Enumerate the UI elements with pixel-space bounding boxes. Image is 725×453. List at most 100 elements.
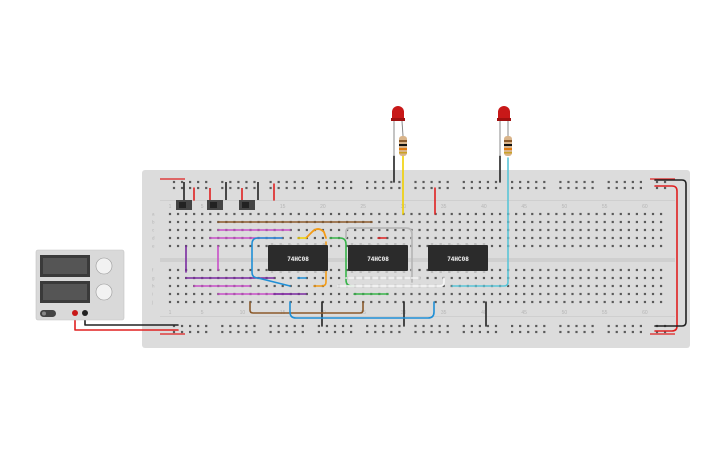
breadboard-hole bbox=[305, 300, 308, 304]
breadboard-hole bbox=[426, 292, 429, 296]
breadboard-hole bbox=[354, 300, 357, 304]
wire-orange-loop[interactable] bbox=[305, 228, 327, 239]
breadboard-hole bbox=[607, 324, 610, 328]
breadboard-hole bbox=[663, 180, 667, 184]
breadboard-hole bbox=[305, 276, 308, 280]
chip-pin bbox=[448, 243, 451, 245]
column-number: 25 bbox=[360, 204, 366, 210]
breadboard-hole bbox=[559, 324, 562, 328]
breadboard-hole bbox=[281, 284, 284, 288]
chip-pin bbox=[465, 243, 468, 245]
wire-blue-left[interactable] bbox=[251, 237, 291, 287]
breadboard-hole bbox=[402, 228, 405, 232]
breadboard-hole bbox=[337, 292, 341, 296]
psu-knob-current[interactable] bbox=[95, 283, 113, 301]
breadboard-hole bbox=[426, 220, 429, 224]
breadboard-hole bbox=[237, 330, 240, 334]
breadboard-hole bbox=[555, 292, 558, 296]
wire-white[interactable] bbox=[337, 277, 445, 287]
breadboard-hole bbox=[587, 228, 590, 232]
wire-brown-bottom[interactable] bbox=[249, 301, 364, 314]
resistor-1[interactable] bbox=[399, 136, 407, 156]
psu-terminal-negative[interactable] bbox=[82, 310, 88, 316]
breadboard-hole bbox=[515, 220, 518, 224]
chip-pin bbox=[350, 271, 354, 273]
wire-blue-bottom[interactable] bbox=[289, 301, 435, 319]
breadboard-hole bbox=[595, 276, 598, 280]
breadboard-hole bbox=[273, 212, 276, 216]
wire-orange-down[interactable] bbox=[313, 241, 327, 287]
breadboard-hole bbox=[337, 300, 341, 304]
resistor-2[interactable] bbox=[504, 136, 512, 156]
breadboard-hole bbox=[172, 180, 176, 184]
breadboard-hole bbox=[281, 300, 284, 304]
breadboard-hole bbox=[176, 300, 180, 304]
ic-chip-2[interactable]: 74HC08 bbox=[348, 243, 408, 273]
led-2[interactable] bbox=[497, 106, 511, 156]
slide-switch-2[interactable] bbox=[207, 182, 227, 210]
psu-terminal-positive[interactable] bbox=[72, 310, 78, 316]
led-1[interactable] bbox=[391, 106, 405, 156]
breadboard-hole bbox=[659, 220, 663, 224]
breadboard-hole bbox=[531, 276, 534, 280]
breadboard-hole bbox=[498, 236, 502, 240]
column-number: 35 bbox=[441, 204, 447, 210]
breadboard-hole bbox=[257, 244, 260, 248]
slide-switch-1[interactable] bbox=[176, 182, 192, 210]
slide-switch-3[interactable] bbox=[239, 182, 259, 210]
breadboard-hole bbox=[639, 330, 642, 334]
breadboard-hole bbox=[325, 186, 329, 190]
breadboard-hole bbox=[470, 186, 473, 190]
breadboard-hole bbox=[635, 268, 638, 272]
breadboard-hole bbox=[643, 292, 647, 296]
wire-right-black-rail[interactable] bbox=[654, 179, 687, 327]
breadboard-hole bbox=[233, 212, 236, 216]
breadboard-hole bbox=[233, 268, 236, 272]
breadboard-hole bbox=[611, 268, 614, 272]
breadboard-hole bbox=[289, 212, 292, 216]
breadboard-hole bbox=[426, 212, 429, 216]
breadboard-hole bbox=[281, 212, 284, 216]
breadboard-hole bbox=[563, 244, 566, 248]
breadboard-hole bbox=[180, 180, 184, 184]
breadboard-hole bbox=[382, 324, 385, 328]
breadboard-hole bbox=[386, 300, 389, 304]
breadboard-hole bbox=[277, 324, 280, 328]
ic-chip-3[interactable]: 74HC08 bbox=[428, 243, 488, 273]
chip-pin bbox=[402, 243, 406, 245]
breadboard-hole bbox=[571, 212, 574, 216]
breadboard-hole bbox=[619, 284, 622, 288]
power-supply[interactable] bbox=[35, 249, 125, 321]
breadboard-hole bbox=[651, 276, 655, 280]
breadboard-hole bbox=[297, 284, 300, 288]
breadboard-bottom-rail-divider bbox=[160, 316, 675, 317]
breadboard-hole bbox=[643, 220, 647, 224]
breadboard-hole bbox=[635, 244, 638, 248]
breadboard-hole bbox=[438, 180, 441, 184]
breadboard-hole bbox=[201, 268, 204, 272]
breadboard-hole bbox=[197, 330, 200, 334]
psu-knob-voltage[interactable] bbox=[95, 257, 113, 275]
breadboard-hole bbox=[458, 276, 461, 280]
breadboard-hole bbox=[478, 186, 481, 190]
breadboard-hole bbox=[627, 300, 630, 304]
breadboard-hole bbox=[519, 186, 522, 190]
ic-chip-1[interactable]: 74HC08 bbox=[268, 243, 328, 273]
breadboard-hole bbox=[507, 300, 510, 304]
breadboard-hole bbox=[494, 330, 498, 334]
breadboard-hole bbox=[603, 292, 606, 296]
breadboard-hole bbox=[659, 300, 663, 304]
breadboard-hole bbox=[486, 324, 490, 328]
breadboard-hole bbox=[623, 186, 626, 190]
breadboard-hole bbox=[180, 324, 184, 328]
breadboard-hole bbox=[337, 276, 341, 280]
breadboard-hole bbox=[567, 324, 570, 328]
breadboard-hole bbox=[168, 220, 172, 224]
wire-led2-cyan[interactable] bbox=[451, 157, 509, 287]
wire-gray[interactable] bbox=[345, 227, 413, 283]
breadboard-hole bbox=[245, 186, 248, 190]
wire-right-red-rail[interactable] bbox=[654, 185, 678, 332]
breadboard-hole bbox=[305, 212, 308, 216]
chip-pin bbox=[359, 243, 362, 245]
breadboard-hole bbox=[563, 276, 566, 280]
